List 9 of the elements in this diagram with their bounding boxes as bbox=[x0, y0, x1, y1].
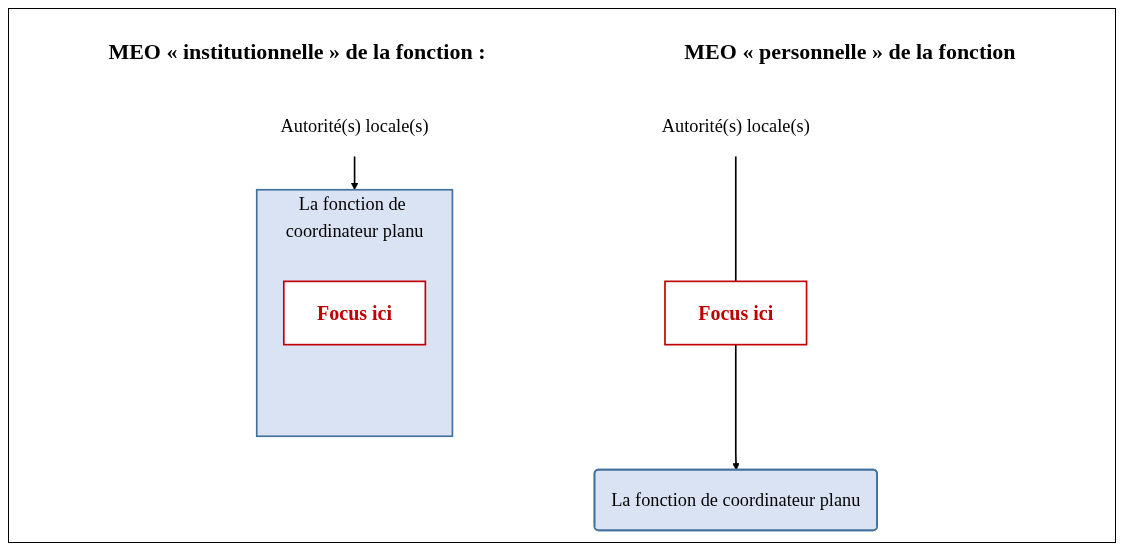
connector bbox=[734, 155, 737, 283]
section-heading: MEO « personnelle » de la fonction bbox=[684, 39, 1016, 65]
arrow bbox=[732, 343, 740, 471]
node-text: Autorité(s) locale(s) bbox=[280, 115, 429, 137]
node-box: Focus ici bbox=[664, 280, 808, 346]
node-text: Autorité(s) locale(s) bbox=[661, 115, 810, 137]
section-heading: MEO « institutionnelle » de la fonction : bbox=[108, 39, 486, 65]
arrow bbox=[350, 155, 359, 191]
node-box: Focus ici bbox=[282, 280, 427, 346]
